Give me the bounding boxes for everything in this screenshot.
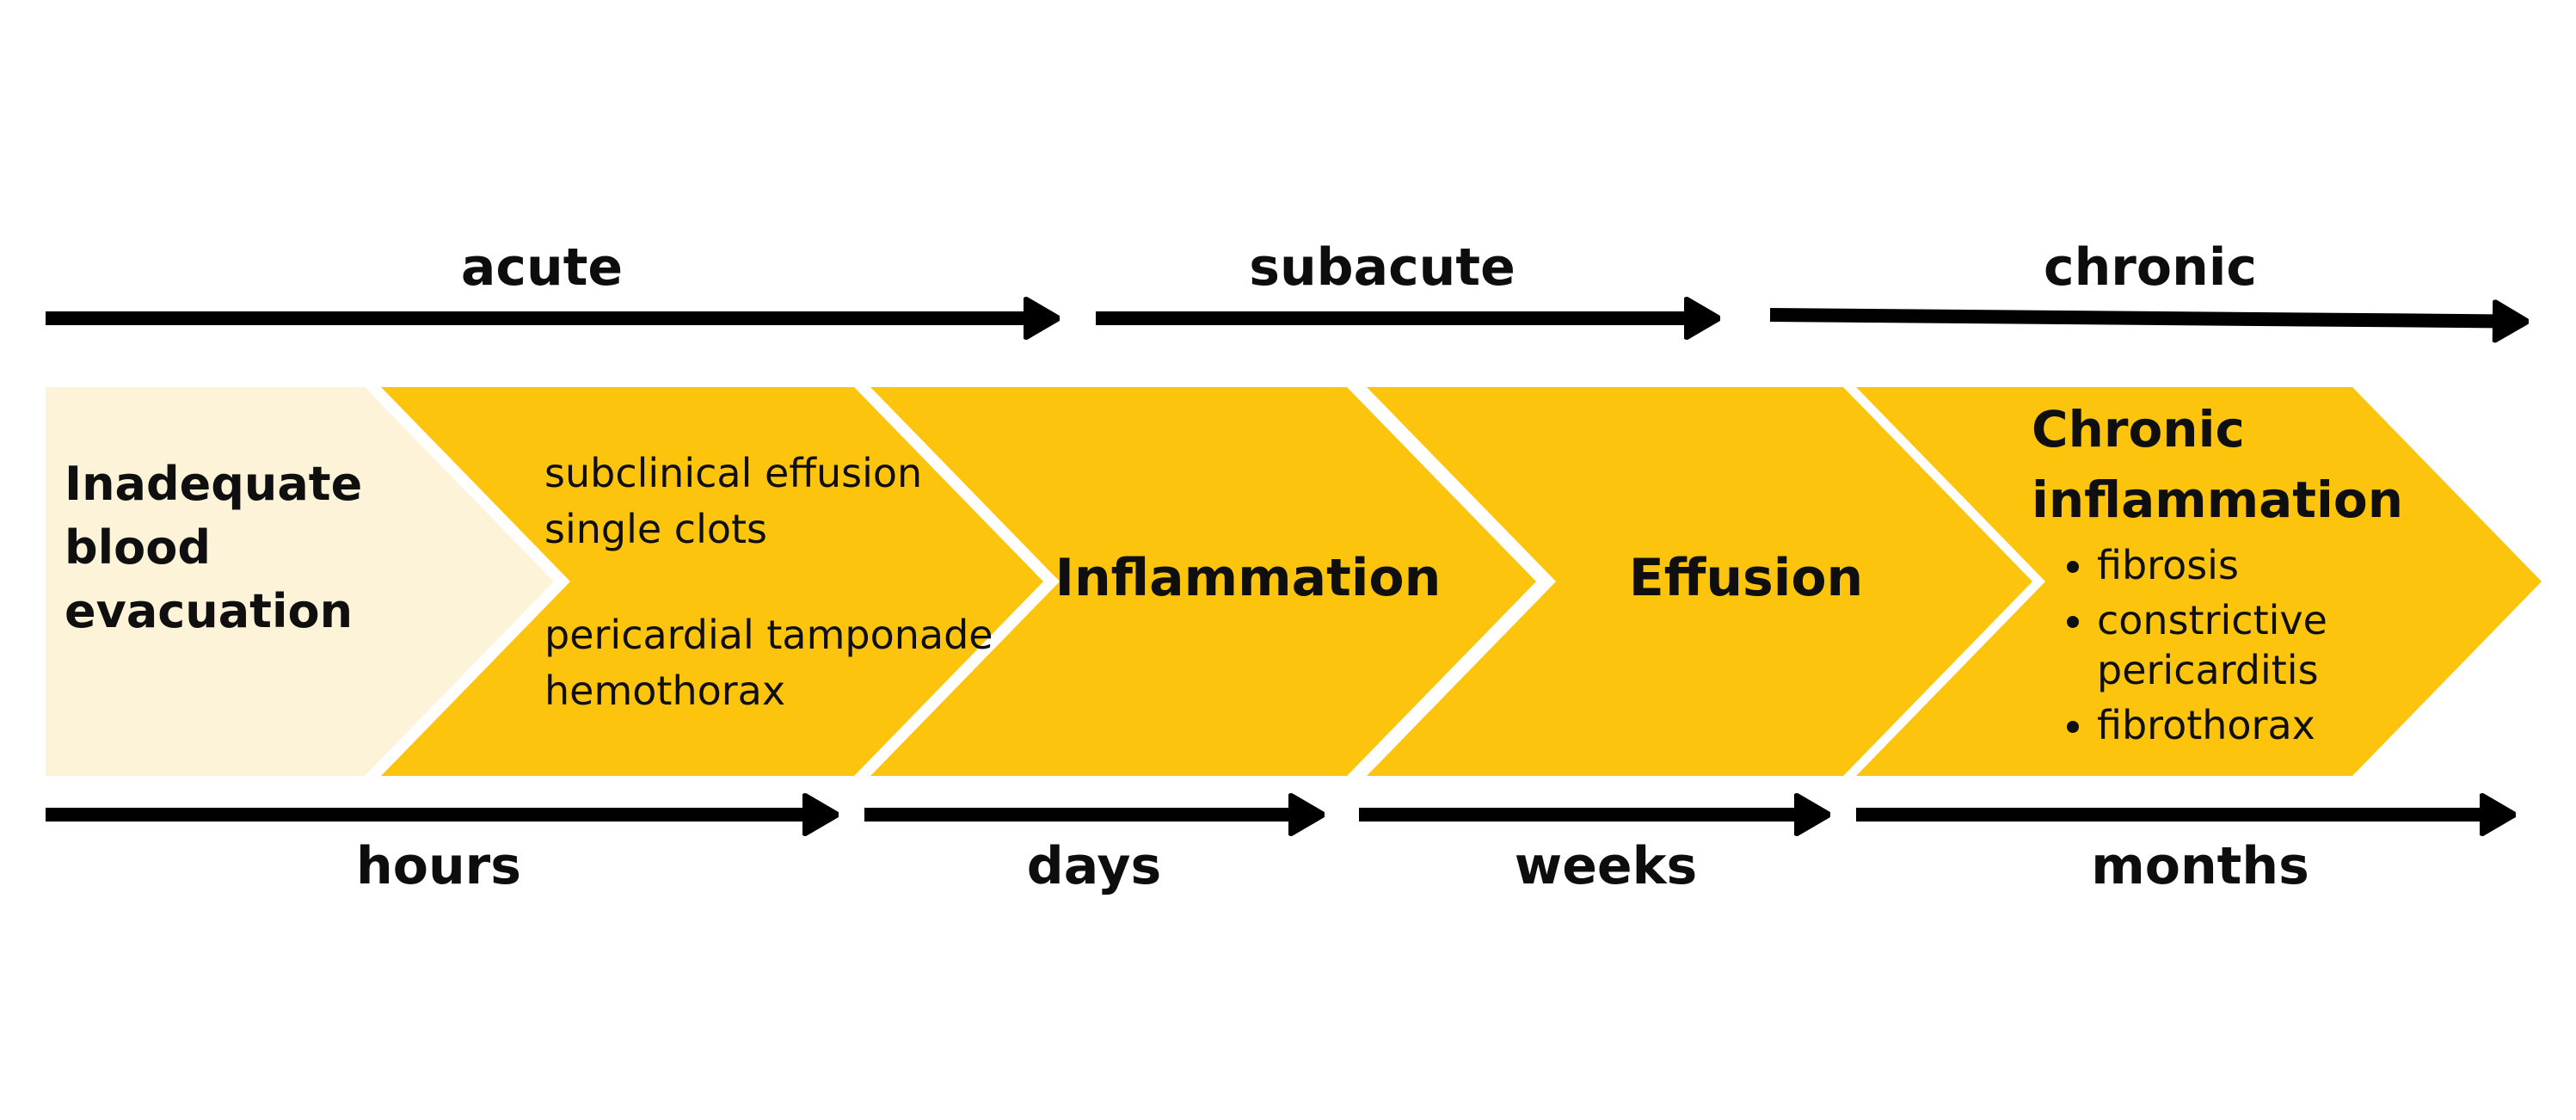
arrow-shaft xyxy=(864,808,1290,822)
arrowhead-icon xyxy=(1794,793,1830,836)
chevron-2-late-findings: pericardial tamponade hemothorax xyxy=(544,607,993,719)
arrowhead-icon xyxy=(2492,299,2530,343)
chevron-effusion xyxy=(1367,387,2032,776)
chevron-5-content: Chronic inflammation fibrosis constricti… xyxy=(2032,394,2403,755)
time-arrow-weeks xyxy=(1359,792,1830,837)
phase-label-chronic: chronic xyxy=(2044,237,2257,298)
arrow-shaft xyxy=(46,808,804,822)
arrow-shaft xyxy=(1096,311,1686,325)
time-arrow-months xyxy=(1856,792,2516,837)
chevron-5-title: Chronic inflammation xyxy=(2032,400,2404,529)
bullet-item: fibrosis xyxy=(2097,540,2403,590)
chevron-4-title: Effusion xyxy=(1628,548,1864,608)
arrow-shaft xyxy=(1359,808,1796,822)
arrowhead-icon xyxy=(1288,793,1325,836)
phase-arrow-acute xyxy=(46,296,1060,341)
chevron-2-early-findings: subclinical effusion single clots xyxy=(544,446,922,557)
chevron-early-findings xyxy=(381,387,1043,776)
time-label-weeks: weeks xyxy=(1514,836,1698,896)
arrowhead-icon xyxy=(1684,297,1720,340)
time-arrow-days xyxy=(864,792,1325,837)
arrow-shaft xyxy=(1769,308,2495,329)
chevron-band xyxy=(46,387,2542,776)
finding-line: pericardial tamponade xyxy=(544,612,993,658)
finding-line: subclinical effusion xyxy=(544,450,923,496)
chevron-inadequate-blood-evacuation xyxy=(46,387,554,776)
phase-arrow-subacute xyxy=(1096,296,1720,341)
phase-arrow-chronic xyxy=(1769,292,2530,344)
finding-line: single clots xyxy=(544,506,768,552)
time-label-hours: hours xyxy=(356,836,521,896)
arrowhead-icon xyxy=(2480,793,2516,836)
chevron-5-bullet-list: fibrosis constrictive pericarditis fibro… xyxy=(2032,540,2403,750)
arrowhead-icon xyxy=(802,793,839,836)
chevron-inflammation xyxy=(870,387,1536,776)
arrow-shaft xyxy=(1856,808,2481,822)
finding-line: hemothorax xyxy=(544,668,786,714)
chevron-1-title: Inadequate blood evacuation xyxy=(65,457,363,638)
time-arrow-hours xyxy=(46,792,839,837)
time-label-months: months xyxy=(2091,836,2309,896)
chevron-chronic-inflammation xyxy=(1856,387,2542,776)
bullet-item: fibrothorax xyxy=(2097,700,2403,750)
phase-label-subacute: subacute xyxy=(1249,237,1515,298)
phase-label-acute: acute xyxy=(460,237,624,298)
arrowhead-icon xyxy=(1024,297,1060,340)
bullet-item: constrictive pericarditis xyxy=(2097,595,2403,695)
chevron-3-title: Inflammation xyxy=(1054,548,1442,608)
time-label-days: days xyxy=(1026,836,1162,896)
arrow-shaft xyxy=(46,311,1025,325)
